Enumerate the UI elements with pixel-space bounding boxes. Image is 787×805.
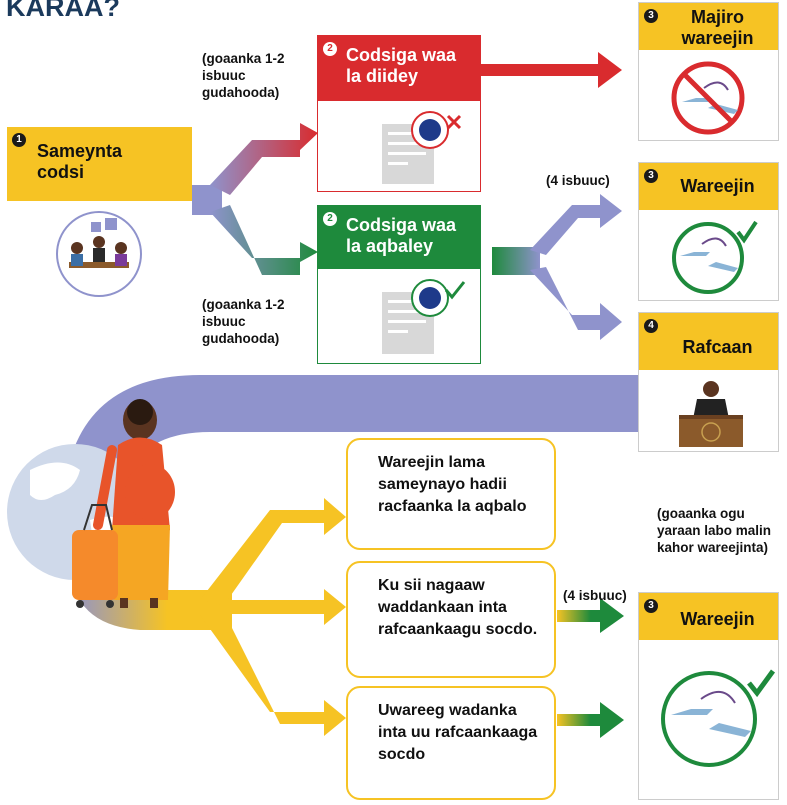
accepted-number: 2 [323, 212, 337, 226]
transfer-bottom-note: (goaanka ogu yaraan labo malin kahor war… [657, 506, 772, 555]
rejected-label: Codsiga waa la diidey [346, 45, 457, 86]
step1-card: 1 Sameynta codsi [7, 127, 192, 304]
transfer-bottom-header: 3 Wareejin [639, 593, 778, 640]
transfer-top-header: 3 Wareejin [639, 163, 778, 210]
rejected-note: (goaanka 1-2 isbuuc gudahooda) [202, 51, 285, 100]
no-transfer-icon [671, 61, 745, 135]
appeal-band [70, 375, 638, 505]
transfer-top-label: Wareejin [680, 176, 755, 196]
option-stay-during-appeal: Ku sii nagaaw waddankaan inta rafcaankaa… [346, 561, 556, 678]
transfer-top-card: 3 Wareejin [638, 162, 779, 301]
accepted-header: 2 Codsiga waa la aqbaley [318, 206, 480, 269]
yellow-branch-up [200, 498, 346, 605]
option2-note: (4 isbuuc) [563, 588, 627, 603]
step1-label: Sameynta codsi [37, 141, 123, 182]
option1-text: Wareejin lama sameynayo hadii racfaanka … [378, 454, 527, 515]
yellow-branch-down [200, 612, 346, 736]
transfer-bottom-label: Wareejin [680, 609, 755, 629]
people-at-table-illustration [56, 211, 142, 297]
transfer-bottom-icon [661, 669, 776, 767]
flow-branch-rejected [210, 123, 318, 195]
rejected-header: 2 Codsiga waa la diidey [318, 36, 480, 101]
transfer-bottom-number: 3 [644, 599, 658, 613]
traveler-illustration [72, 399, 175, 608]
accepted-note: (goaanka 1-2 isbuuc gudahooda) [202, 297, 285, 346]
arrow-stay-to-transfer [557, 598, 624, 633]
judge-icon [679, 381, 743, 447]
flow-stub-step1 [192, 185, 222, 215]
arrow-move-to-transfer [557, 702, 624, 738]
accepted-card: 2 Codsiga waa la aqbaley [317, 205, 481, 364]
no-transfer-header: 3 Majiro wareejin [639, 3, 778, 50]
rejected-card: 2 Codsiga waa la diidey [317, 35, 481, 192]
yellow-branch-mid [222, 589, 346, 625]
accepted-document-icon [382, 279, 466, 354]
transfer-top-number: 3 [644, 169, 658, 183]
appeal-number: 4 [644, 319, 658, 333]
page-title: KARAA? [6, 0, 120, 22]
transfer-icon [672, 220, 758, 294]
no-transfer-card: 3 Majiro wareejin [638, 2, 779, 141]
transfer-top-note: (4 isbuuc) [546, 173, 610, 188]
step1-header: 1 Sameynta codsi [7, 127, 192, 201]
transfer-bottom-card: 3 Wareejin [638, 592, 779, 800]
option-no-transfer-if-appeal-accepted: Wareejin lama sameynayo hadii racfaanka … [346, 438, 556, 550]
rejected-document-icon [382, 111, 462, 184]
option2-text: Ku sii nagaaw waddankaan inta rafcaankaa… [378, 577, 538, 638]
appeal-label: Rafcaan [682, 337, 753, 357]
option3-text: Uwareeg wadanka inta uu rafcaankaaga soc… [378, 702, 538, 763]
option-move-during-appeal: Uwareeg wadanka inta uu rafcaankaaga soc… [346, 686, 556, 800]
flow-branch-accepted [210, 205, 318, 275]
arrow-to-no-transfer [480, 52, 622, 88]
arrow-to-appeal [530, 267, 622, 340]
flow-out-accepted [492, 247, 540, 275]
appeal-header: 4 Rafcaan [639, 313, 778, 370]
arrow-to-transfer [530, 194, 622, 255]
accepted-label: Codsiga waa la aqbaley [346, 215, 457, 256]
step1-number: 1 [12, 133, 26, 147]
no-transfer-number: 3 [644, 9, 658, 23]
rejected-number: 2 [323, 42, 337, 56]
appeal-card: 4 Rafcaan [638, 312, 779, 452]
no-transfer-label: Majiro wareejin [681, 7, 754, 48]
